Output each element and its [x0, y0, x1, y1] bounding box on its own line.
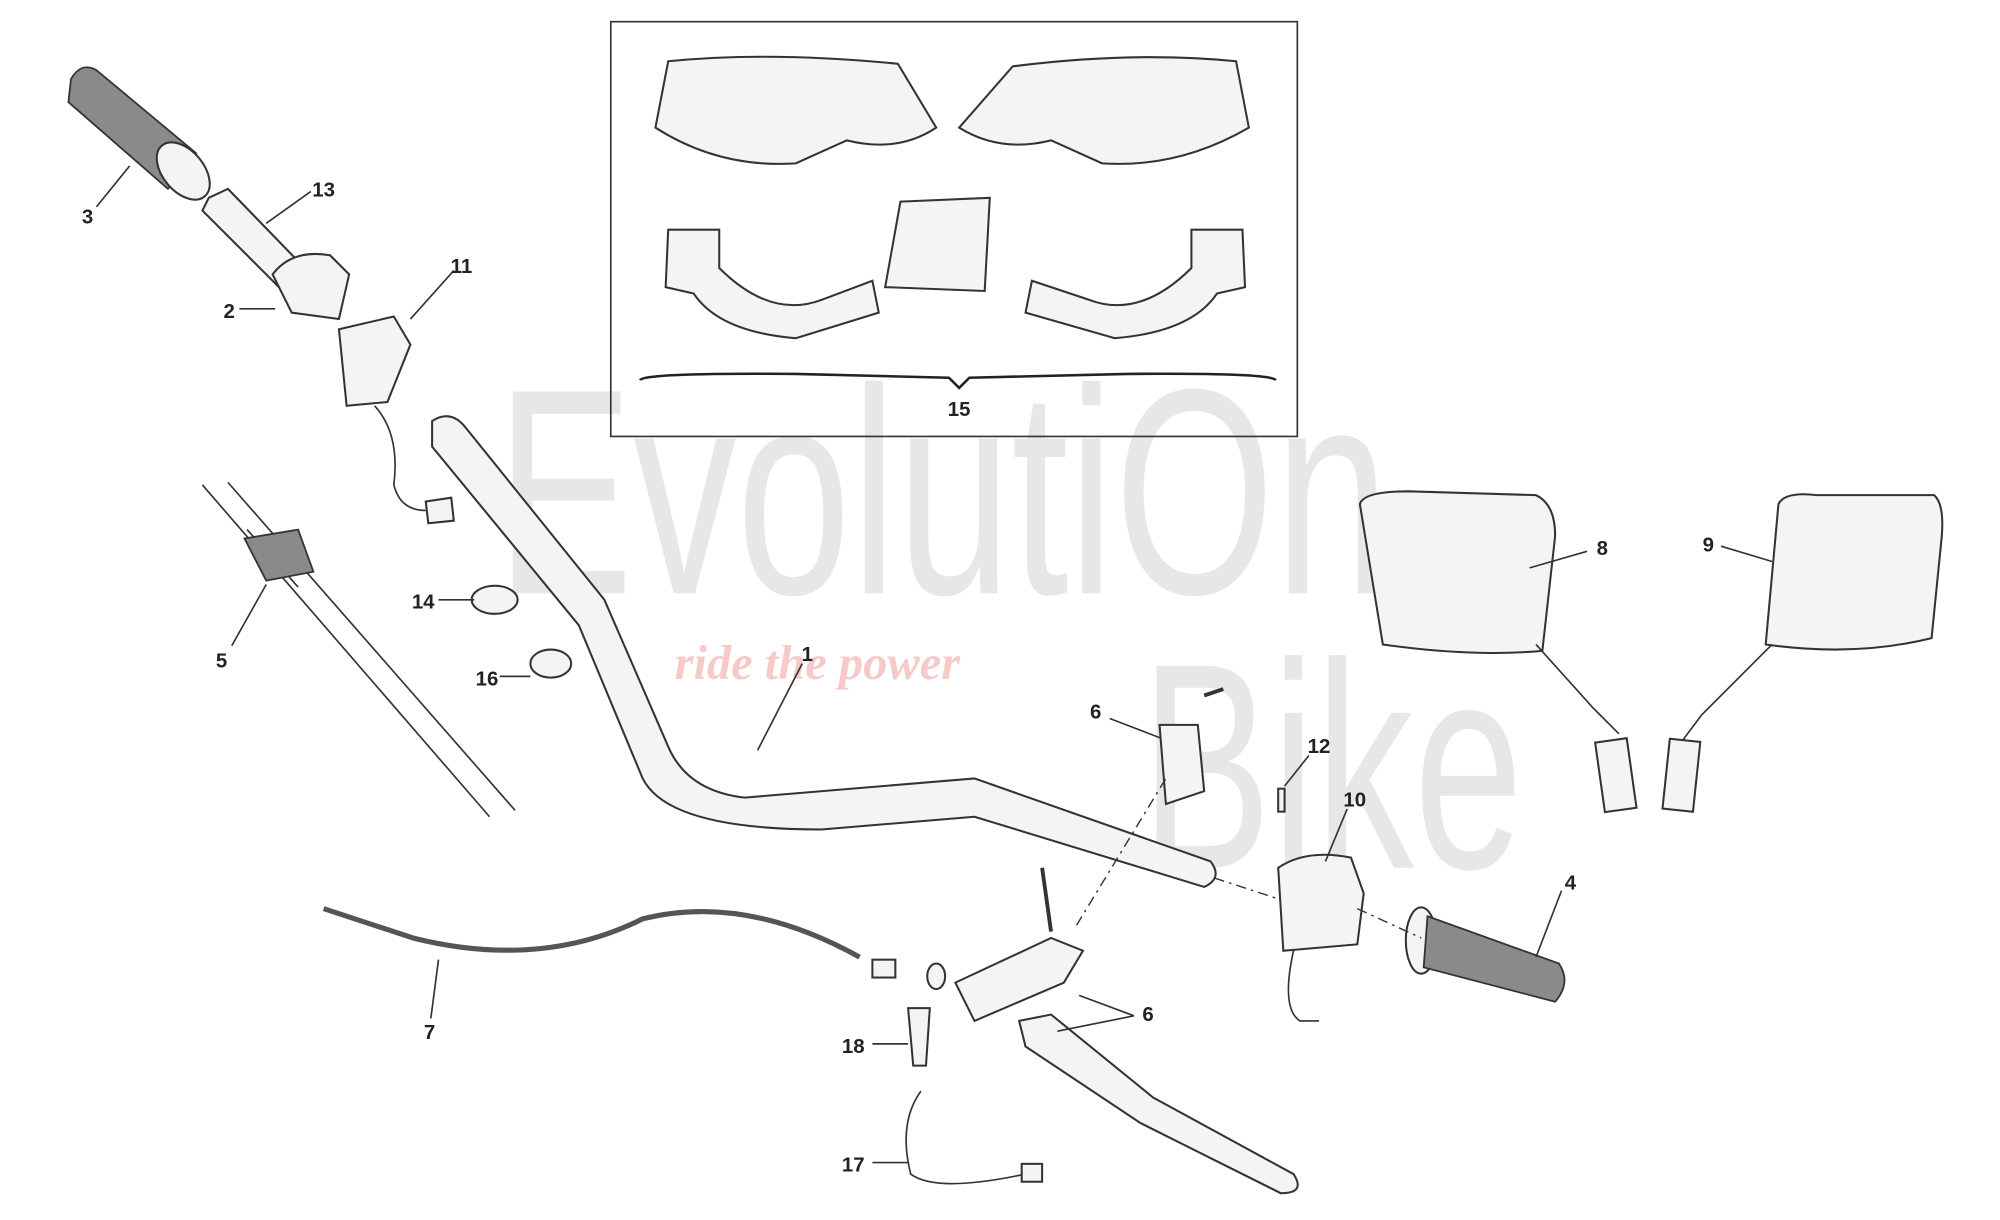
- callout-14: 14: [412, 592, 435, 614]
- callout-8: 8: [1597, 538, 1608, 560]
- clutch-switch: [907, 1007, 931, 1067]
- clutch-cable: [322, 906, 861, 960]
- right-grip: [1404, 906, 1566, 1003]
- lever-clamp: [1158, 723, 1206, 806]
- cable-junction: [243, 528, 315, 582]
- clamp-bolt: [1203, 687, 1224, 698]
- right-mirror: [1661, 493, 1944, 813]
- left-handguard: [654, 55, 938, 165]
- throttle-cables: [201, 481, 516, 818]
- callout-18: 18: [842, 1036, 865, 1058]
- right-switch: [1277, 853, 1365, 952]
- callout-10: 10: [1343, 790, 1366, 812]
- right-bracket: [1024, 228, 1247, 340]
- callout-13: 13: [312, 180, 335, 202]
- hardware-bag: [883, 196, 991, 293]
- callout-16: 16: [476, 668, 499, 690]
- adjuster: [871, 958, 897, 979]
- handguard-kit-box: 15: [609, 20, 1299, 438]
- kit-brace: [638, 372, 1277, 390]
- callout-15: 15: [948, 399, 971, 421]
- left-switch-connector: [424, 496, 455, 525]
- bolt: [1040, 867, 1053, 932]
- watermark-logo: EvolutiOn Bike ride the power: [496, 328, 1523, 930]
- callout-11: 11: [451, 256, 473, 278]
- left-bracket: [664, 228, 880, 340]
- lever-bracket: [953, 936, 1085, 1023]
- left-switch-wire: [374, 405, 426, 512]
- callout-7: 7: [424, 1022, 435, 1044]
- bolt-axis: [1075, 778, 1167, 926]
- callout-2: 2: [224, 301, 235, 323]
- callout-1: 1: [802, 644, 813, 666]
- left-mirror: [1358, 490, 1638, 814]
- throttle-housing: [271, 252, 351, 321]
- callout-9: 9: [1703, 534, 1714, 556]
- clutch-lever: [1017, 1013, 1299, 1195]
- cable-clamp-16: [529, 648, 573, 679]
- callout-3: 3: [82, 206, 93, 228]
- leader-lines: [95, 165, 1773, 1164]
- callout-4: 4: [1565, 872, 1577, 894]
- watermark-text: EvolutiOn: [496, 328, 1389, 656]
- right-handguard: [957, 56, 1250, 165]
- watermark-tagline: ride the power: [675, 637, 962, 690]
- cable-clamp-14: [470, 584, 519, 615]
- switch-connector: [1020, 1162, 1044, 1183]
- callout-17: 17: [842, 1155, 865, 1177]
- left-grip: [67, 66, 211, 201]
- pin-12: [1277, 787, 1286, 813]
- callout-6-clamp: 6: [1090, 701, 1101, 723]
- callout-5: 5: [216, 650, 227, 672]
- handlebar: [431, 415, 1217, 889]
- callout-6-lever: 6: [1142, 1004, 1153, 1026]
- callout-12: 12: [1308, 736, 1331, 758]
- left-switch: [337, 315, 412, 407]
- switch-wire: [905, 1090, 1026, 1185]
- washer: [926, 962, 947, 991]
- right-switch-wire: [1287, 950, 1320, 1022]
